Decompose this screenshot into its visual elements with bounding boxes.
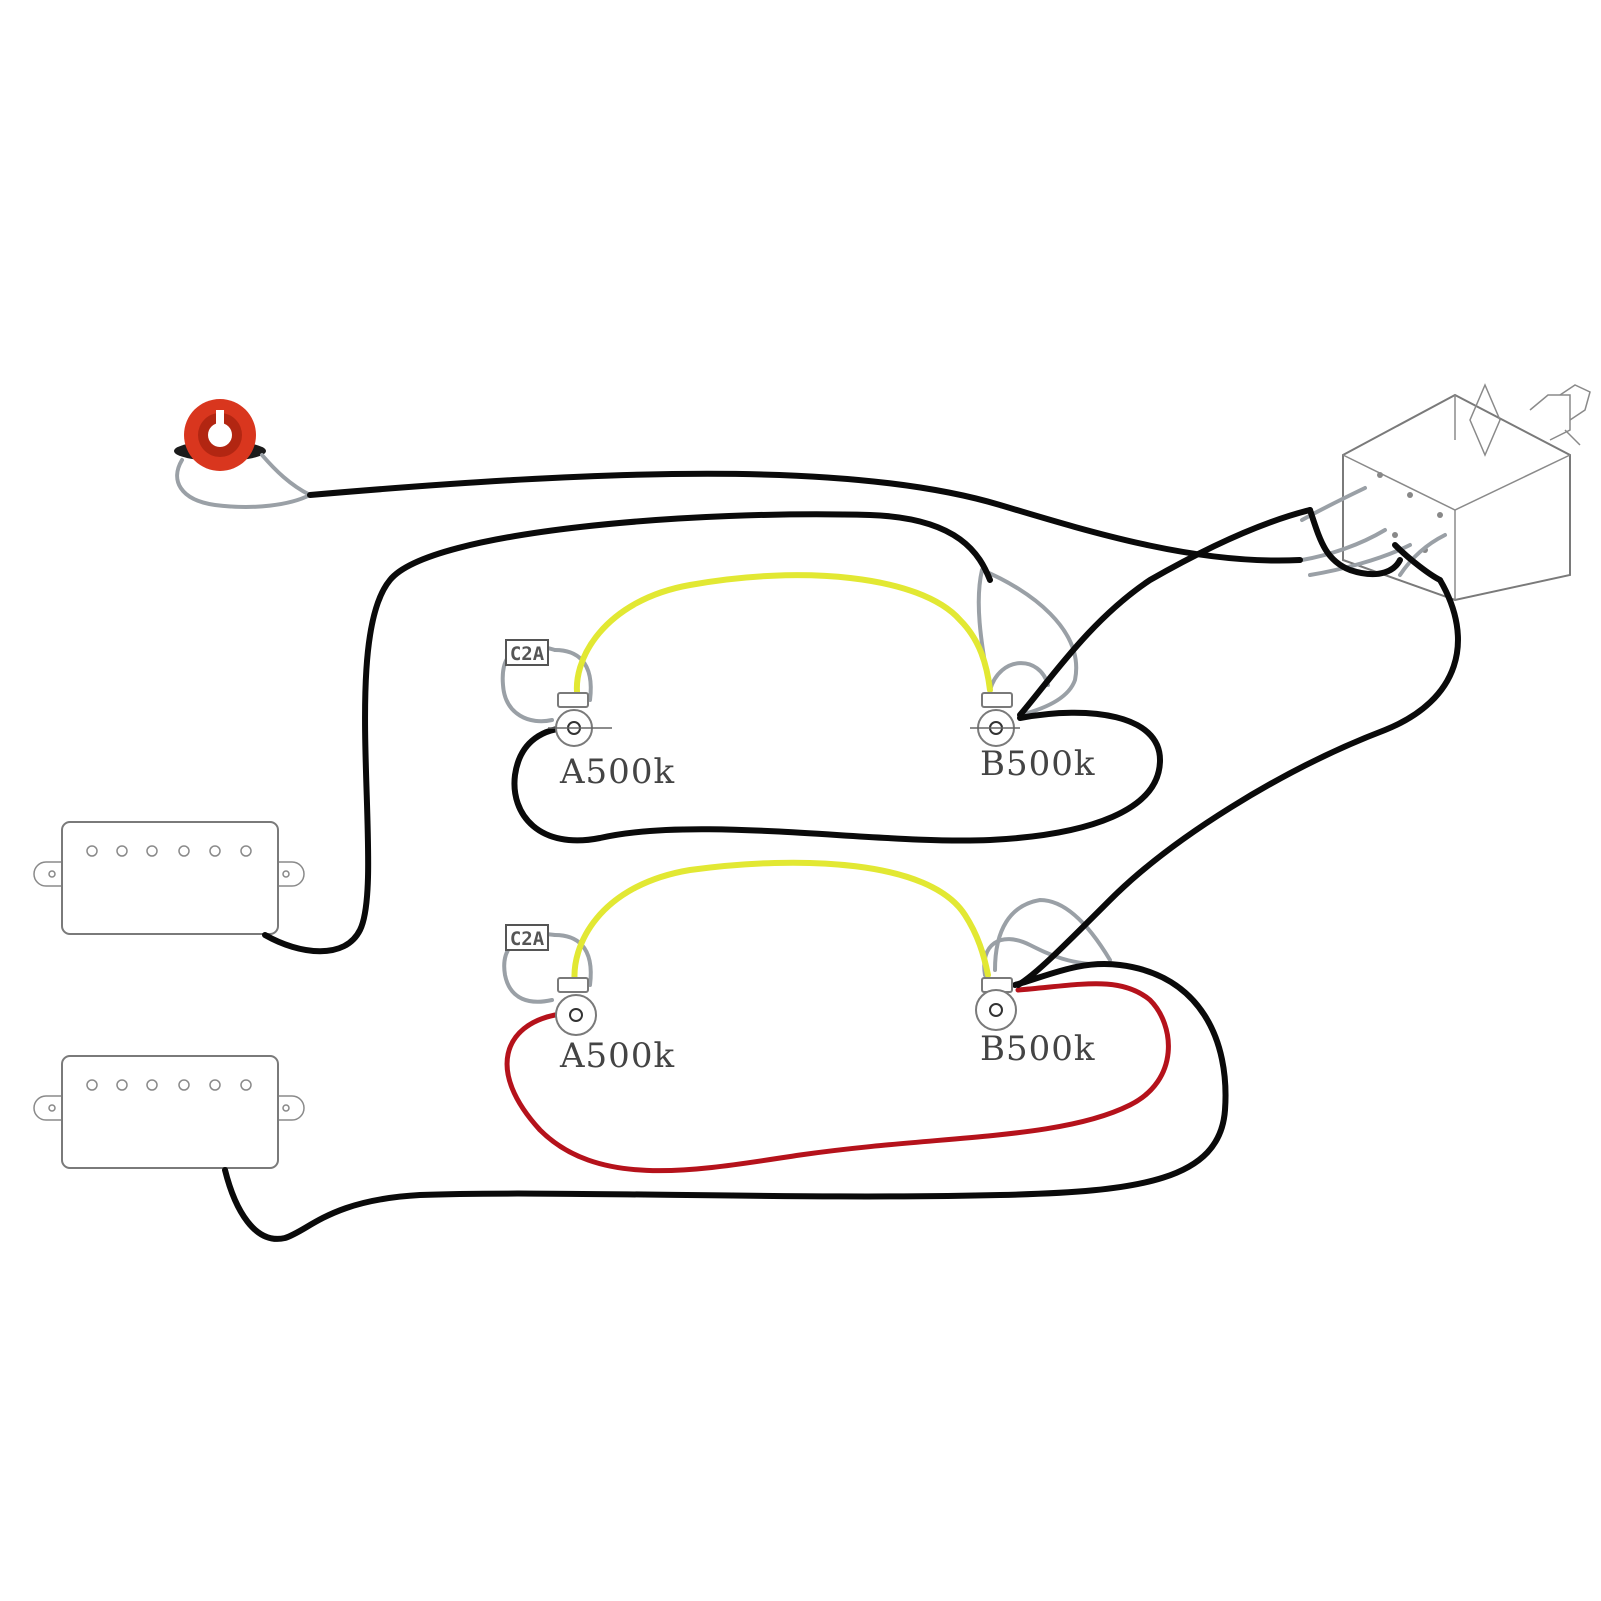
upper-capacitor: C2A [505,639,549,666]
lower-tone-label: B500k [980,1029,1095,1069]
output-jack [174,399,266,471]
neck-humbucker [33,821,305,935]
upper-volume-pot [548,692,612,747]
upper-capacitor-label: C2A [510,643,545,665]
bridge-humbucker [33,1055,305,1169]
lower-volume-pot [555,977,597,1036]
upper-tone-label: B500k [980,744,1095,784]
toggle-switch [1342,383,1591,602]
upper-yellow-jumper [573,572,993,703]
lower-tone-pot [975,977,1017,1031]
lower-capacitor: C2A [505,924,549,951]
lower-yellow-jumper [571,859,991,988]
black-wires [222,470,1461,1242]
lower-volume-label: A500k [559,1036,675,1076]
red-wire [504,981,1171,1174]
lower-capacitor-label: C2A [510,928,545,950]
upper-tone-pot [970,692,1020,747]
toggle-diamond-icon [1469,383,1501,457]
upper-volume-label: A500k [559,752,675,792]
